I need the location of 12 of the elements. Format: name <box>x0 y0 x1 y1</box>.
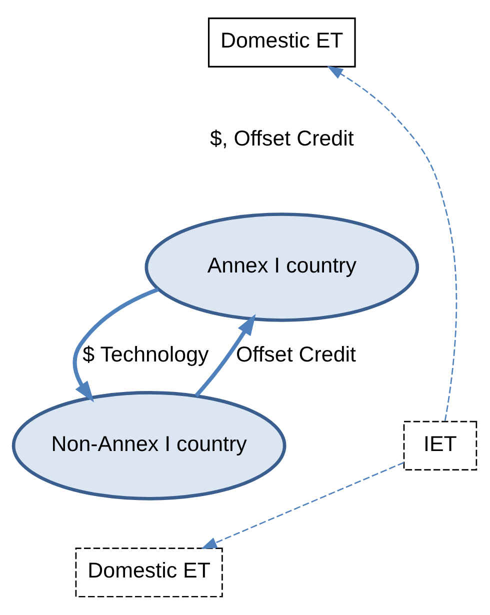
arrow <box>194 314 256 398</box>
arrow <box>72 287 159 402</box>
arrow <box>326 66 458 422</box>
node-box: Domestic ET <box>75 548 223 598</box>
node-ellipse: Non-Annex I country <box>12 391 286 500</box>
node-ellipse: Annex I country <box>144 212 420 322</box>
node-box: IET <box>403 420 478 471</box>
edge-label: Offset Credit <box>236 342 356 367</box>
edge-label: $ Technology <box>82 342 209 367</box>
arrow <box>200 462 404 550</box>
node-box: Domestic ET <box>208 18 356 68</box>
label: $, Offset Credit <box>210 126 354 151</box>
